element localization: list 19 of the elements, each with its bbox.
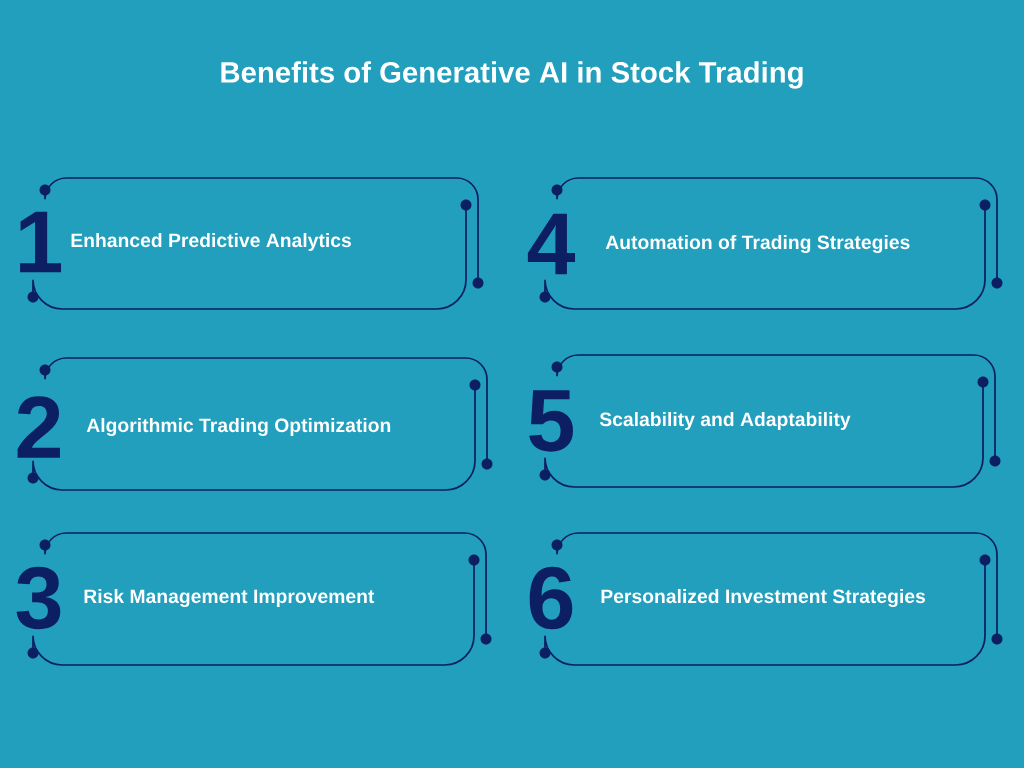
node-label: 5 [529,390,574,452]
card: 4 Automation of Trading Strategies [527,177,1003,310]
card: 1 Enhanced Predictive Analytics [20,177,484,310]
card: 6 Personalized Investment Strategies [529,532,1003,666]
node-label: Enhanced Predictive Analytics [71,232,351,252]
node-label: Automation of Trading Strategies [605,234,910,254]
node-label: Personalized Investment Strategies [601,588,926,608]
node-label: Risk Management Improvement [84,588,375,608]
card: 5 Scalability and Adaptability [529,354,1001,488]
title: Benefits of Generative AI in Stock Trading [221,61,803,89]
node-label: 4 [527,213,576,275]
node-label: 2 [17,396,60,458]
node-label: 6 [529,566,573,630]
card: 2 Algorithmic Trading Optimization [17,357,493,491]
card: 3 Risk Management Improvement [16,532,492,666]
node-label: 3 [16,566,61,630]
node-label: 1 [20,211,62,273]
node-label: Algorithmic Trading Optimization [86,417,391,437]
node-label: Scalability and Adaptability [599,411,851,431]
